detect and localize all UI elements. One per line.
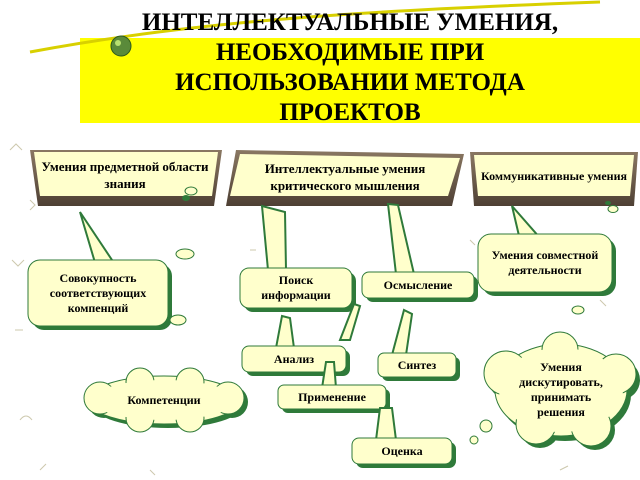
bubble-competences-shape: [83, 367, 248, 433]
bubble-application: Применение: [298, 389, 366, 404]
header-communicative-shape: [470, 152, 638, 206]
title-line-1: ИНТЕЛЛЕКТУАЛЬНЫЕ УМЕНИЯ,: [141, 9, 559, 36]
bubble-discuss-decide: Умения дискутировать, принимать решения: [519, 360, 603, 419]
bubble-search-info-shape: [239, 204, 356, 312]
title-line-4: ПРОЕКТОВ: [279, 99, 421, 126]
bubble-discuss-shape: [469, 331, 640, 450]
bubble-joint-activity: Умения совместной деятельности: [491, 248, 599, 277]
bubble-search-info: Поиск информации: [261, 273, 331, 302]
bubble-competences: Компетенции: [127, 392, 201, 407]
header-critical-thinking: Интеллектуальные умения критического мыш…: [264, 161, 426, 193]
bubble-evaluation-shape: [351, 407, 456, 468]
bubble-comprehension-shape: [361, 202, 478, 302]
page-title: ИНТЕЛЛЕКТУАЛЬНЫЕ УМЕНИЯ, НЕОБХОДИМЫЕ ПРИ…: [130, 8, 570, 128]
bubble-synthesis: Синтез: [397, 357, 437, 372]
bubble-set-competences-shape: [27, 211, 195, 330]
bubble-synthesis-shape: [377, 308, 460, 381]
title-line-3: ИСПОЛЬЗОВАНИИ МЕТОДА: [175, 69, 525, 96]
bubble-comprehension: Осмысление: [383, 277, 453, 292]
title-line-2: НЕОБХОДИМЫЕ ПРИ: [215, 39, 485, 66]
header-subject-knowledge: Умения предметной области знания: [41, 159, 209, 191]
header-critical-shape: [226, 150, 464, 206]
header-communicative: Коммуникативные умения: [480, 168, 628, 183]
bubble-analysis: Анализ: [273, 351, 315, 366]
bubble-application-shape: [277, 361, 390, 413]
title-banner: [80, 38, 640, 123]
header-subject-shape: [30, 150, 222, 206]
bubble-evaluation: Оценка: [381, 443, 423, 458]
bubble-joint-activity-shape: [477, 205, 616, 315]
bubble-set-competences: Совокупность соответствующих компенций: [49, 270, 147, 315]
